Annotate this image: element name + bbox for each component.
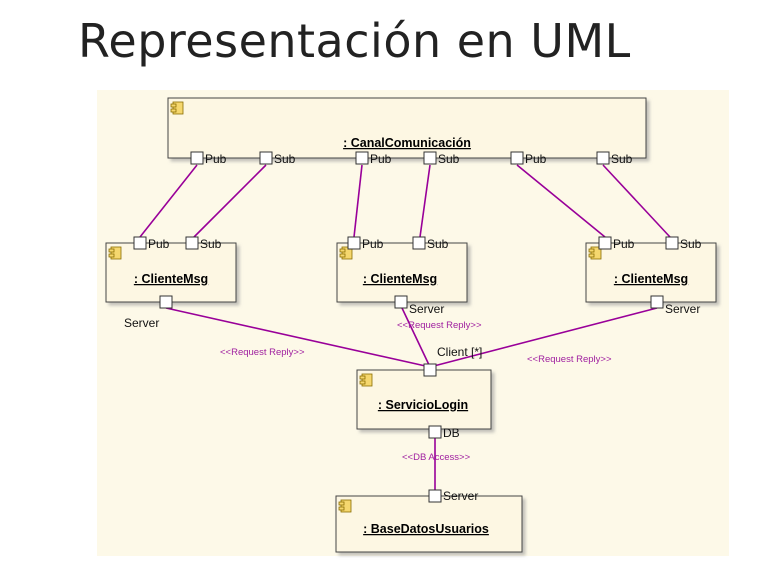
component-base-datos-usuarios[interactable]: : BaseDatosUsuarios xyxy=(335,495,523,553)
connector-canal-sub3-right-sub[interactable] xyxy=(602,164,671,238)
login-port-label-db: DB xyxy=(443,426,460,440)
canal-port-sub-1[interactable] xyxy=(259,151,273,165)
cliente-left-port-label-server: Server xyxy=(124,316,159,330)
diagram-canvas xyxy=(97,90,729,556)
cliente-mid-ports: Pub Sub Server xyxy=(347,236,449,316)
component-icon xyxy=(588,246,602,260)
cliente-right-ports: Pub Sub Server xyxy=(598,236,702,316)
connector-left-server-login[interactable] xyxy=(165,307,431,368)
canal-port-label-sub-2: Sub xyxy=(438,152,460,166)
slide-title: Representación en UML xyxy=(78,14,631,68)
connector-canal-pub2-mid-pub[interactable] xyxy=(353,164,363,238)
base-datos-port-label-server: Server xyxy=(443,489,478,503)
cliente-mid-port-label-server: Server xyxy=(409,302,444,316)
cliente-right-port-server[interactable] xyxy=(650,295,664,309)
canal-port-pub-2[interactable] xyxy=(355,151,369,165)
cliente-left-port-label-sub: Sub xyxy=(200,237,222,251)
cliente-right-port-sub[interactable] xyxy=(665,236,679,250)
cliente-left-port-label-pub: Pub xyxy=(148,237,170,251)
connector-canal-pub1-left-pub[interactable] xyxy=(139,164,198,238)
login-port-label-client: Client [*] xyxy=(437,345,482,359)
cliente-mid-port-label-pub: Pub xyxy=(362,237,384,251)
cliente-left-name: : ClienteMsg xyxy=(134,272,208,286)
stereotype-request-reply-mid: <<Request Reply>> xyxy=(397,320,482,331)
stereotype-request-reply-right: <<Request Reply>> xyxy=(527,354,612,365)
canal-port-label-pub-2: Pub xyxy=(370,152,392,166)
component-icon xyxy=(170,101,184,115)
component-cliente-msg-mid[interactable]: : ClienteMsg xyxy=(336,242,468,303)
cliente-mid-name: : ClienteMsg xyxy=(363,272,437,286)
base-datos-name: : BaseDatosUsuarios xyxy=(363,522,489,536)
canal-port-sub-2[interactable] xyxy=(423,151,437,165)
component-icon xyxy=(359,373,373,387)
cliente-left-port-sub[interactable] xyxy=(185,236,199,250)
servicio-login-ports: Client [*] DB xyxy=(423,345,482,440)
login-port-client[interactable] xyxy=(423,363,437,377)
cliente-mid-port-sub[interactable] xyxy=(412,236,426,250)
component-icon xyxy=(339,246,353,260)
connector-canal-pub3-right-pub[interactable] xyxy=(516,164,606,238)
servicio-login-name: : ServicioLogin xyxy=(378,398,468,412)
cliente-right-port-label-sub: Sub xyxy=(680,237,702,251)
cliente-right-port-pub[interactable] xyxy=(598,236,612,250)
canal-port-label-pub-3: Pub xyxy=(525,152,547,166)
stereotype-request-reply-left: <<Request Reply>> xyxy=(220,347,305,358)
canal-port-pub-1[interactable] xyxy=(190,151,204,165)
cliente-left-ports: Pub Sub Server xyxy=(124,236,222,330)
cliente-mid-port-server[interactable] xyxy=(394,295,408,309)
canal-port-pub-3[interactable] xyxy=(510,151,524,165)
canal-name: : CanalComunicación xyxy=(343,136,471,150)
connector-mid-server-login[interactable] xyxy=(401,307,431,368)
base-datos-port-server[interactable] xyxy=(428,489,442,503)
cliente-left-port-server[interactable] xyxy=(159,295,173,309)
canal-port-label-sub-1: Sub xyxy=(274,152,296,166)
canal-ports: Pub Sub Pub Sub Pub Sub xyxy=(190,151,633,166)
base-datos-ports: Server xyxy=(428,489,478,503)
component-canal-comunicacion[interactable]: : CanalComunicación xyxy=(167,97,647,159)
component-servicio-login[interactable]: : ServicioLogin xyxy=(356,369,492,430)
component-icon xyxy=(108,246,122,260)
component-icon xyxy=(338,499,352,513)
component-cliente-msg-right[interactable]: : ClienteMsg xyxy=(585,242,717,303)
cliente-right-port-label-server: Server xyxy=(665,302,700,316)
connector-canal-sub1-left-sub[interactable] xyxy=(193,164,267,238)
stereotype-db-access: <<DB Access>> xyxy=(402,452,471,463)
login-port-db[interactable] xyxy=(428,425,442,439)
connector-canal-sub2-mid-sub[interactable] xyxy=(419,164,431,238)
connectors xyxy=(139,164,671,491)
cliente-left-port-pub[interactable] xyxy=(133,236,147,250)
canal-port-label-sub-3: Sub xyxy=(611,152,633,166)
stereotype-labels: <<Request Reply>> <<Request Reply>> <<Re… xyxy=(220,320,612,463)
cliente-mid-port-pub[interactable] xyxy=(347,236,361,250)
canal-port-label-pub-1: Pub xyxy=(205,152,227,166)
cliente-mid-port-label-sub: Sub xyxy=(427,237,449,251)
connector-right-server-login[interactable] xyxy=(429,307,658,368)
cliente-right-port-label-pub: Pub xyxy=(613,237,635,251)
canal-port-sub-3[interactable] xyxy=(596,151,610,165)
component-cliente-msg-left[interactable]: : ClienteMsg xyxy=(105,242,237,303)
cliente-right-name: : ClienteMsg xyxy=(614,272,688,286)
